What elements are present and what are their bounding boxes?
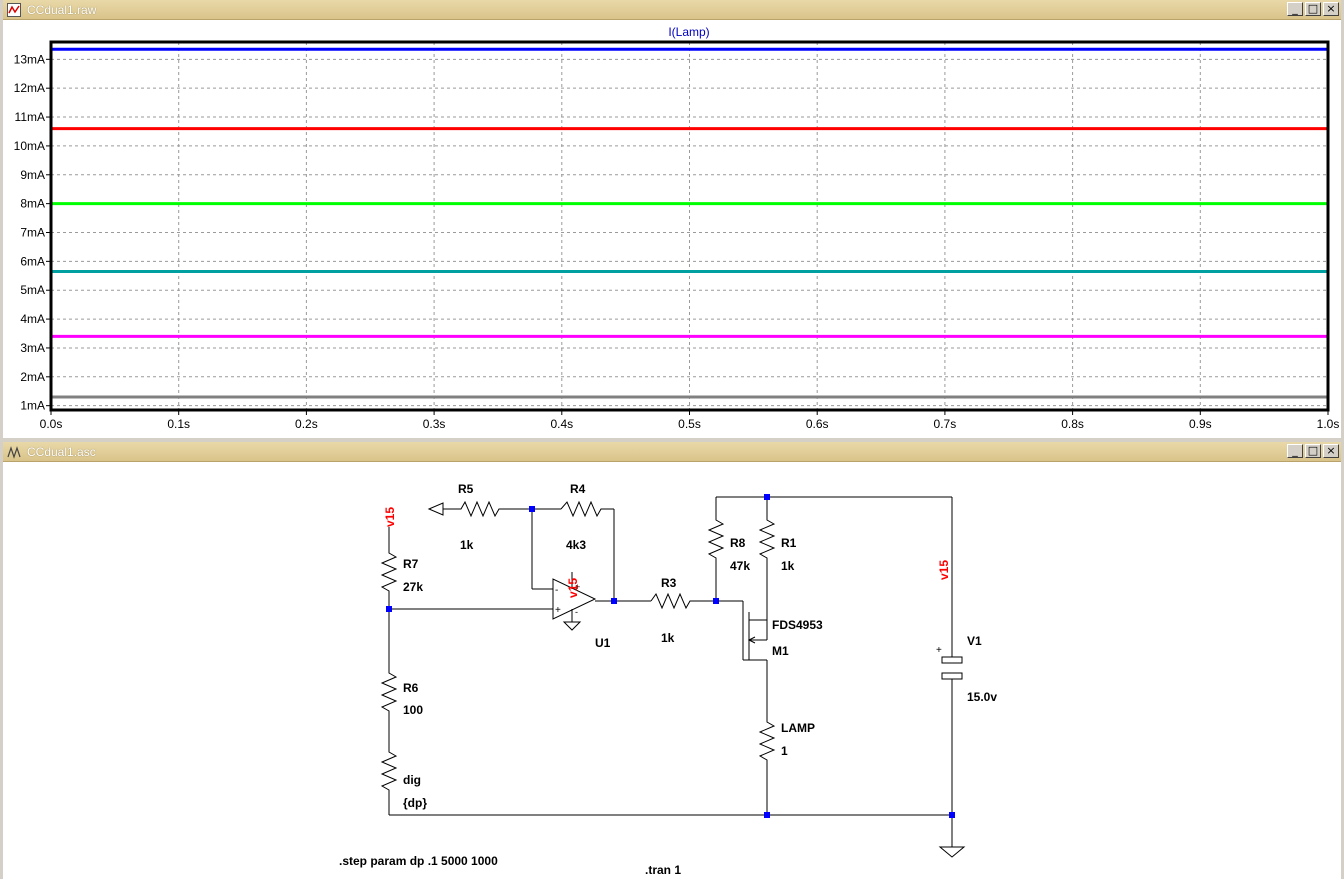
schematic-icon (7, 446, 21, 459)
plot-traces (51, 47, 1328, 399)
close-button[interactable]: × (1323, 444, 1339, 458)
ground-symbol (562, 621, 582, 631)
battery-plus-mark: + (936, 645, 942, 656)
r8-value[interactable]: 47k (730, 559, 750, 573)
y-tick-label: 5mA (20, 283, 45, 297)
waveform-icon (7, 3, 21, 17)
net-label-v15[interactable]: v15 (566, 578, 580, 598)
r5-value[interactable]: 1k (460, 538, 474, 552)
x-tick-label: 0.2s (295, 417, 318, 431)
u1-opamp[interactable] (552, 578, 597, 620)
minimize-button[interactable]: _ (1287, 444, 1303, 458)
y-tick-label: 6mA (20, 254, 45, 268)
r1-name[interactable]: R1 (781, 536, 797, 550)
step-directive[interactable]: .step param dp .1 5000 1000 (339, 854, 498, 868)
maximize-button[interactable]: □ (1305, 2, 1321, 16)
waveform-plot[interactable]: I(Lamp) 0.0s 0.1s 0.2s 0.3s 0.4s 0.5s 0.6s 0.7s… (3, 20, 1341, 438)
schematic-drawing[interactable]: - + + + - v15 v15 v15 R7 27k R6 100 dig … (3, 462, 1341, 879)
schematic-canvas[interactable]: - + + + - v15 v15 v15 R7 27k R6 100 dig … (3, 462, 1341, 879)
close-button[interactable]: × (1323, 2, 1339, 16)
ground-symbol (427, 502, 444, 516)
schematic-window-titlebar[interactable]: CCdual1.asc _ □ × (3, 442, 1341, 462)
r3-value[interactable]: 1k (661, 631, 675, 645)
plot-window-titlebar[interactable]: CCdual1.raw _ □ × (3, 0, 1341, 20)
y-tick-label: 4mA (20, 312, 45, 326)
v1-battery[interactable] (941, 656, 963, 680)
m1-name[interactable]: M1 (772, 644, 789, 658)
dig-value[interactable]: {dp} (403, 796, 427, 810)
r5-name[interactable]: R5 (458, 482, 474, 496)
r6-resistor[interactable] (380, 659, 398, 724)
m1-mosfet[interactable] (742, 601, 768, 661)
x-tick-label: 1.0s (1317, 417, 1340, 431)
plot-window-title: CCdual1.raw (27, 3, 97, 17)
x-tick-label: 0.0s (40, 417, 63, 431)
u1-plus-mark: + (555, 605, 561, 616)
r7-value[interactable]: 27k (403, 580, 423, 594)
y-tick-label: 2mA (20, 370, 45, 384)
r8-name[interactable]: R8 (730, 536, 746, 550)
x-tick-label: 0.7s (934, 417, 957, 431)
net-label-v15[interactable]: v15 (383, 507, 397, 527)
dig-name[interactable]: dig (403, 773, 421, 787)
r4-name[interactable]: R4 (570, 482, 586, 496)
ground-symbol (938, 846, 966, 858)
m1-model[interactable]: FDS4953 (772, 618, 823, 632)
u1-minus-mark: - (555, 585, 558, 596)
x-tick-label: 0.3s (423, 417, 446, 431)
dig-resistor[interactable] (380, 745, 398, 797)
y-tick-label: 1mA (20, 399, 45, 413)
r4-value[interactable]: 4k3 (566, 538, 586, 552)
minimize-button[interactable]: _ (1287, 2, 1303, 16)
v1-name[interactable]: V1 (967, 634, 982, 648)
lamp-name[interactable]: LAMP (781, 721, 815, 735)
trace-title[interactable]: I(Lamp) (668, 25, 709, 39)
plot-area[interactable]: I(Lamp) 0.0s 0.1s 0.2s 0.3s 0.4s 0.5s 0.6s 0.7s… (3, 20, 1341, 438)
plot-ticks: 0.0s 0.1s 0.2s 0.3s 0.4s 0.5s 0.6s 0.7s 0.8s 0.9s… (14, 52, 1340, 431)
r5-resistor[interactable] (456, 500, 511, 518)
r6-name[interactable]: R6 (403, 681, 419, 695)
schematic-window-title: CCdual1.asc (27, 445, 96, 459)
r7-name[interactable]: R7 (403, 557, 419, 571)
r7-resistor[interactable] (380, 548, 398, 596)
maximize-button[interactable]: □ (1305, 444, 1321, 458)
y-tick-label: 11mA (15, 110, 45, 124)
x-tick-label: 0.4s (550, 417, 573, 431)
y-tick-label: 12mA (14, 81, 45, 95)
r3-name[interactable]: R3 (661, 576, 677, 590)
y-tick-label: 10mA (14, 139, 45, 153)
y-tick-label: 7mA (20, 225, 45, 239)
u1-name[interactable]: U1 (595, 636, 611, 650)
x-tick-label: 0.5s (678, 417, 701, 431)
r8-resistor[interactable] (707, 515, 725, 563)
y-tick-label: 8mA (20, 197, 45, 211)
r4-resistor[interactable] (560, 500, 614, 518)
x-tick-label: 0.8s (1061, 417, 1084, 431)
y-tick-label: 9mA (20, 168, 45, 182)
x-tick-label: 0.9s (1189, 417, 1212, 431)
plot-grid (51, 42, 1328, 410)
u1-vminus-mark: - (575, 607, 578, 617)
junction-dots (386, 494, 955, 818)
plot-frame (49, 40, 1330, 412)
tran-directive[interactable]: .tran 1 (645, 863, 681, 877)
r1-resistor[interactable] (758, 515, 776, 563)
x-tick-label: 0.1s (167, 417, 190, 431)
r1-value[interactable]: 1k (781, 559, 795, 573)
v1-value[interactable]: 15.0v (967, 690, 997, 704)
r3-resistor[interactable] (650, 592, 716, 610)
y-tick-label: 3mA (20, 341, 45, 355)
u1-vplus-mark: + (575, 582, 580, 592)
schematic-window: CCdual1.asc _ □ × (0, 442, 1344, 879)
lamp-value[interactable]: 1 (781, 744, 788, 758)
net-label-v15[interactable]: v15 (937, 560, 951, 580)
y-tick-label: 13mA (14, 52, 45, 66)
r6-value[interactable]: 100 (403, 703, 423, 717)
lamp-resistor[interactable] (758, 717, 776, 765)
x-tick-label: 0.6s (806, 417, 829, 431)
